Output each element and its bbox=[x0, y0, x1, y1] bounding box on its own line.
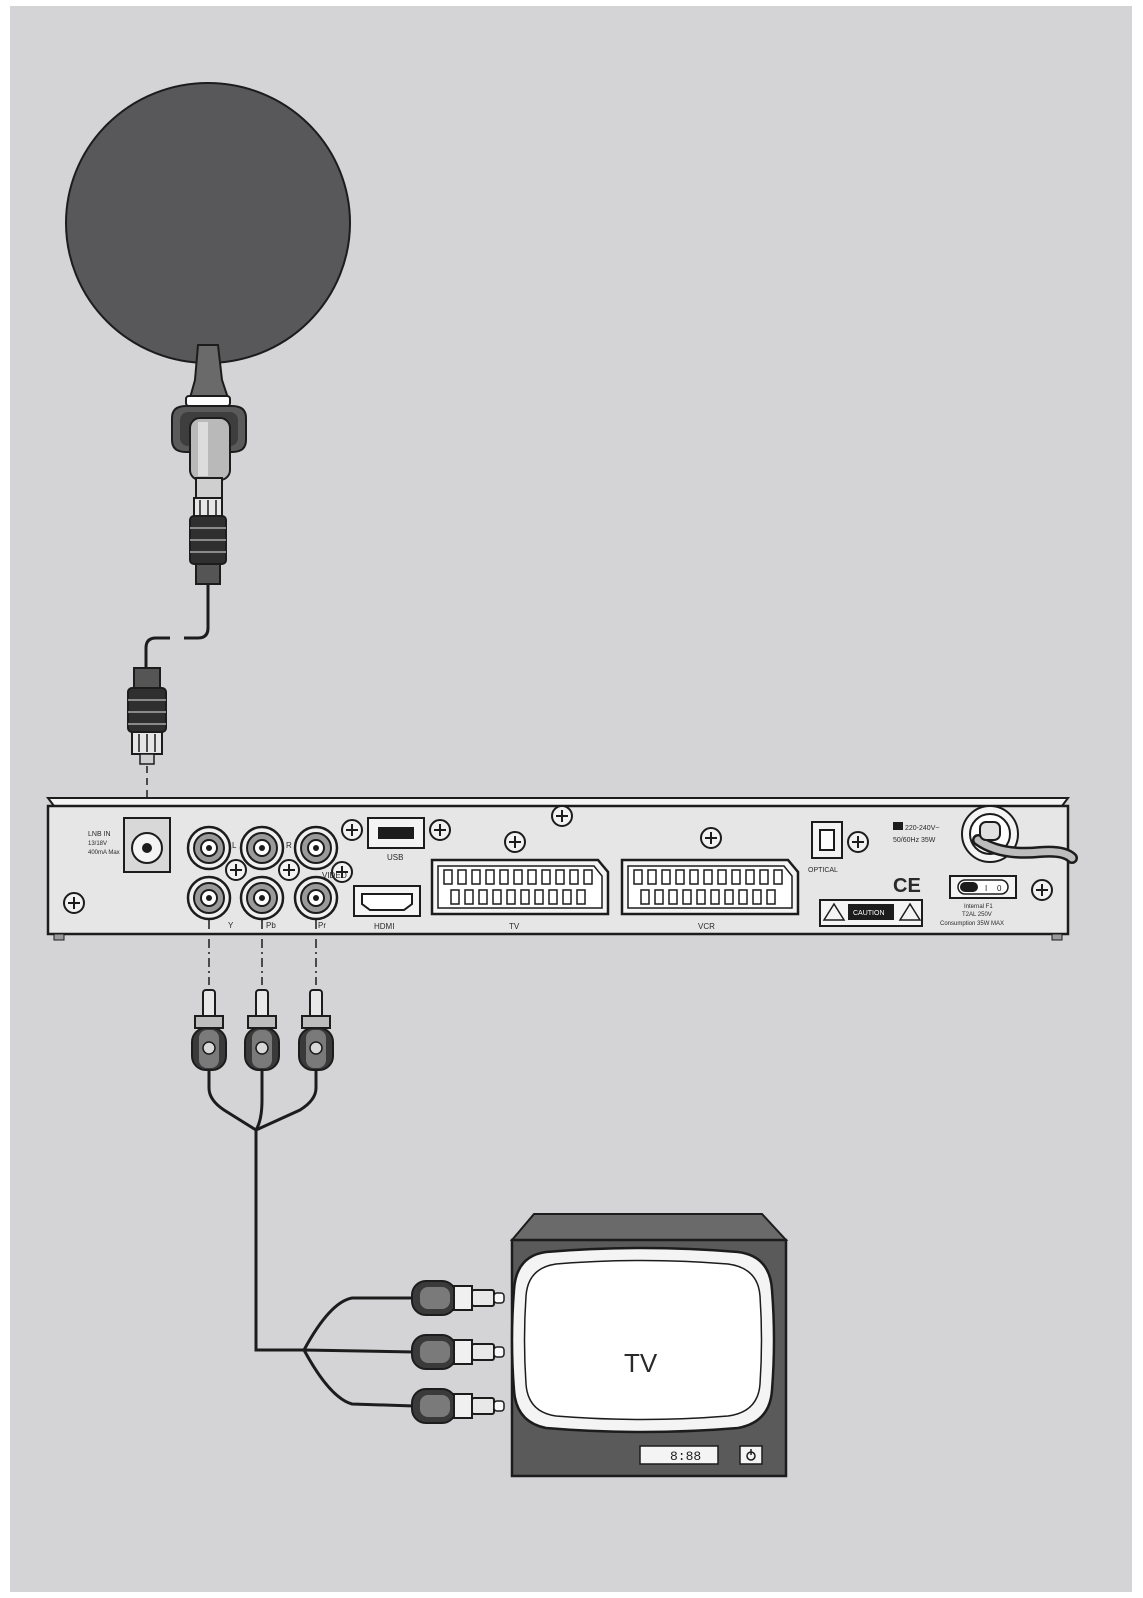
lnb-in-label: LNB IN bbox=[88, 831, 111, 838]
tv-screen-label: TV bbox=[624, 1348, 658, 1378]
label-optical: OPTICAL bbox=[808, 867, 838, 874]
f-connector-lnb bbox=[189, 497, 227, 585]
label-pr: Pr bbox=[318, 921, 326, 930]
lnb-in-port bbox=[123, 817, 171, 873]
label-y: Y bbox=[228, 921, 234, 930]
power-rating-icon bbox=[893, 822, 903, 830]
tv-clock: 8:88 bbox=[670, 1449, 701, 1464]
scart-tv-port bbox=[430, 858, 610, 916]
screw-icon bbox=[847, 831, 869, 853]
lnb-converter bbox=[171, 344, 247, 501]
usb-port bbox=[367, 817, 425, 849]
component-cable bbox=[207, 1070, 415, 1408]
audio-r-jack bbox=[239, 825, 285, 871]
screw-icon bbox=[429, 819, 451, 841]
audio-l-jack bbox=[186, 825, 232, 871]
screw-icon bbox=[278, 859, 300, 881]
fuse-label-1: Internal F1 bbox=[964, 904, 993, 910]
power-switch: I 0 bbox=[949, 875, 1017, 899]
component-guide-lines bbox=[208, 920, 317, 985]
label-scart-tv: TV bbox=[509, 922, 520, 931]
power-cord bbox=[961, 805, 1078, 864]
power-rating-1: 220-240V~ bbox=[905, 825, 939, 832]
tv-plug-2 bbox=[411, 1334, 505, 1370]
hdmi-port bbox=[353, 885, 421, 917]
label-pb: Pb bbox=[266, 921, 276, 930]
screw-icon bbox=[341, 819, 363, 841]
pb-jack bbox=[239, 875, 285, 921]
screw-icon bbox=[700, 827, 722, 849]
fuse-label-2: T2AL 250V bbox=[962, 912, 992, 918]
lnb-in-spec-1: 13/18V bbox=[88, 841, 107, 847]
label-r: R bbox=[286, 841, 292, 850]
coax-cable bbox=[144, 584, 210, 670]
power-icon bbox=[739, 1445, 763, 1465]
label-usb: USB bbox=[387, 853, 403, 862]
television: TV 8:88 bbox=[509, 1213, 789, 1478]
tv-plug-1 bbox=[411, 1280, 505, 1316]
pb-plug bbox=[244, 989, 280, 1071]
dish-reflector bbox=[65, 82, 351, 364]
pr-jack bbox=[293, 875, 339, 921]
screw-icon bbox=[63, 892, 85, 914]
caution-text: CAUTION bbox=[853, 910, 885, 917]
tv-plug-3 bbox=[411, 1388, 505, 1424]
scart-vcr-port bbox=[620, 858, 800, 916]
screw-icon bbox=[504, 831, 526, 853]
label-hdmi: HDMI bbox=[374, 922, 394, 931]
video-jack bbox=[293, 825, 339, 871]
y-plug bbox=[191, 989, 227, 1071]
caution-label: CAUTION bbox=[819, 899, 923, 927]
receiver-rear-panel: LNB IN 13/18V 400mA Max L R VIDEO Y Pb P… bbox=[46, 797, 1078, 941]
tv-display-panel: 8:88 bbox=[639, 1445, 719, 1465]
optical-port bbox=[811, 821, 843, 859]
power-rating-2: 50/60Hz 35W bbox=[893, 837, 936, 844]
label-l: L bbox=[232, 841, 237, 850]
satellite-dish bbox=[65, 82, 351, 364]
switch-i-label: I bbox=[985, 884, 987, 893]
screw-icon bbox=[1031, 879, 1053, 901]
label-video: VIDEO bbox=[322, 871, 347, 880]
label-scart-vcr: VCR bbox=[698, 922, 715, 931]
pr-plug bbox=[298, 989, 334, 1071]
screw-icon bbox=[225, 859, 247, 881]
screw-icon bbox=[551, 805, 573, 827]
y-jack bbox=[186, 875, 232, 921]
fuse-label-3: Consumption 35W MAX bbox=[940, 921, 1004, 927]
switch-o-label: 0 bbox=[997, 884, 1002, 893]
lnb-in-spec-2: 400mA Max bbox=[88, 850, 120, 856]
ce-mark: CE bbox=[893, 875, 921, 897]
f-connector-receiver bbox=[127, 667, 167, 765]
